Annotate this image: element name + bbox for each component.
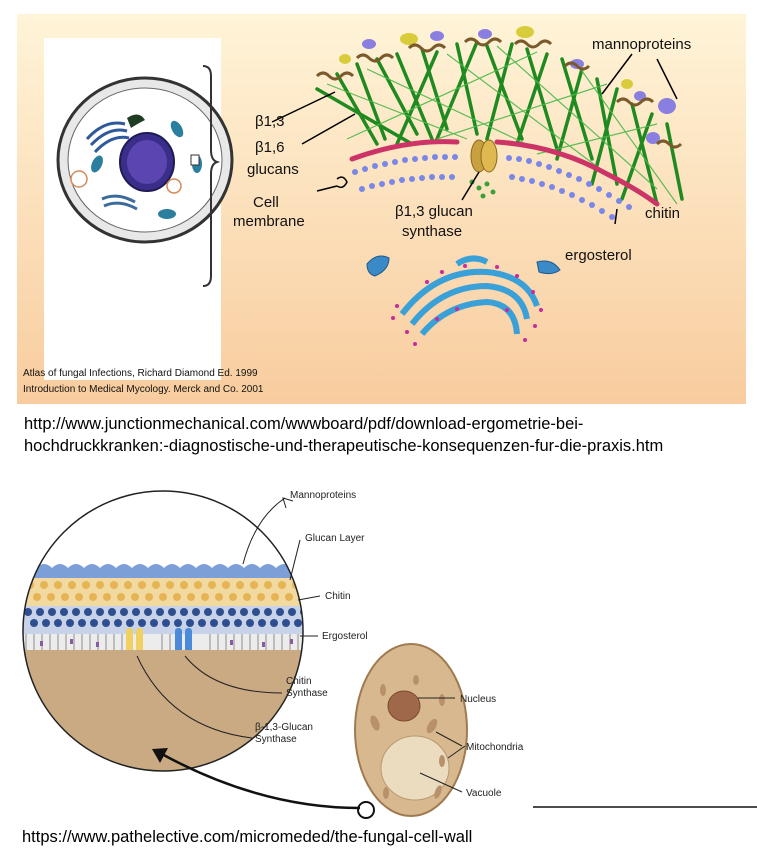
membrane-band <box>23 634 303 650</box>
label-beta16: β1,6 <box>255 139 284 156</box>
fungal-cell-wall-diagram-bottom: Mannoproteins Glucan Layer Chitin Ergost… <box>22 490 757 819</box>
source-url-2: https://www.pathelective.com/micromeded/… <box>22 828 473 846</box>
label-cell: Cell <box>253 194 279 211</box>
label-beta13: β1,3 <box>255 113 284 130</box>
label-mannoproteins-b: Mannoproteins <box>290 490 356 501</box>
vacuole-shape <box>380 735 450 801</box>
label-nucleus: Nucleus <box>460 694 496 705</box>
label-membrane: membrane <box>233 213 305 230</box>
mannoprotein-chains <box>315 37 683 149</box>
label-glucan-synthase-2: synthase <box>402 223 462 240</box>
nucleus-shape <box>387 690 421 722</box>
label-chitin-synthase-2: Synthase <box>286 688 328 699</box>
label-chitin-synthase-1: Chitin <box>286 676 312 687</box>
label-glucan-synthase-1: β1,3 glucan <box>395 203 473 220</box>
source-url-1-line-1: http://www.junctionmechanical.com/wwwboa… <box>24 415 584 433</box>
cytoplasm <box>23 650 303 771</box>
source-url-1-line-2: hochdruckkranken:-diagnostische-und-ther… <box>24 437 664 455</box>
label-mitochondria: Mitochondria <box>466 742 524 753</box>
cell-membrane-dots <box>352 154 632 220</box>
magnified-wall-circle <box>23 491 303 771</box>
source-url-1: http://www.junctionmechanical.com/wwwboa… <box>24 413 754 457</box>
glucan-synthase-protein <box>469 139 498 199</box>
label-chitin: chitin <box>645 205 680 222</box>
label-glucan-synthase-2b: Synthase <box>255 734 297 745</box>
citation-line-2: Introduction to Medical Mycology. Merck … <box>23 384 264 395</box>
label-glucan-layer: Glucan Layer <box>305 533 365 544</box>
zoom-brace <box>202 65 221 287</box>
label-glucans: glucans <box>247 161 299 178</box>
organelles <box>366 255 561 346</box>
label-ergosterol: ergosterol <box>565 247 632 264</box>
chitin-layer <box>349 139 660 207</box>
glucan-layer-band <box>23 564 303 580</box>
leader-lines <box>271 53 678 225</box>
label-mannoproteins: mannoproteins <box>592 36 691 53</box>
chitin-synthase-blue <box>175 628 192 654</box>
citation-line-1: Atlas of fungal Infections, Richard Diam… <box>23 368 258 379</box>
fungal-cell-wall-diagram-top: mannoproteins β1,3 β1,6 glucans Cell mem… <box>17 14 746 404</box>
yeast-cell-illustration <box>354 643 468 817</box>
label-chitin-b: Chitin <box>325 591 351 602</box>
label-glucan-synthase-1b: β-1,3-Glucan <box>255 722 313 733</box>
glucan-synthase-yellow <box>126 628 143 654</box>
bottom-leader-lines <box>136 497 466 793</box>
label-ergosterol-b: Ergosterol <box>322 631 368 642</box>
zoom-arrow <box>159 751 361 810</box>
label-vacuole: Vacuole <box>466 788 502 799</box>
fungal-cell-illustration <box>56 76 234 244</box>
